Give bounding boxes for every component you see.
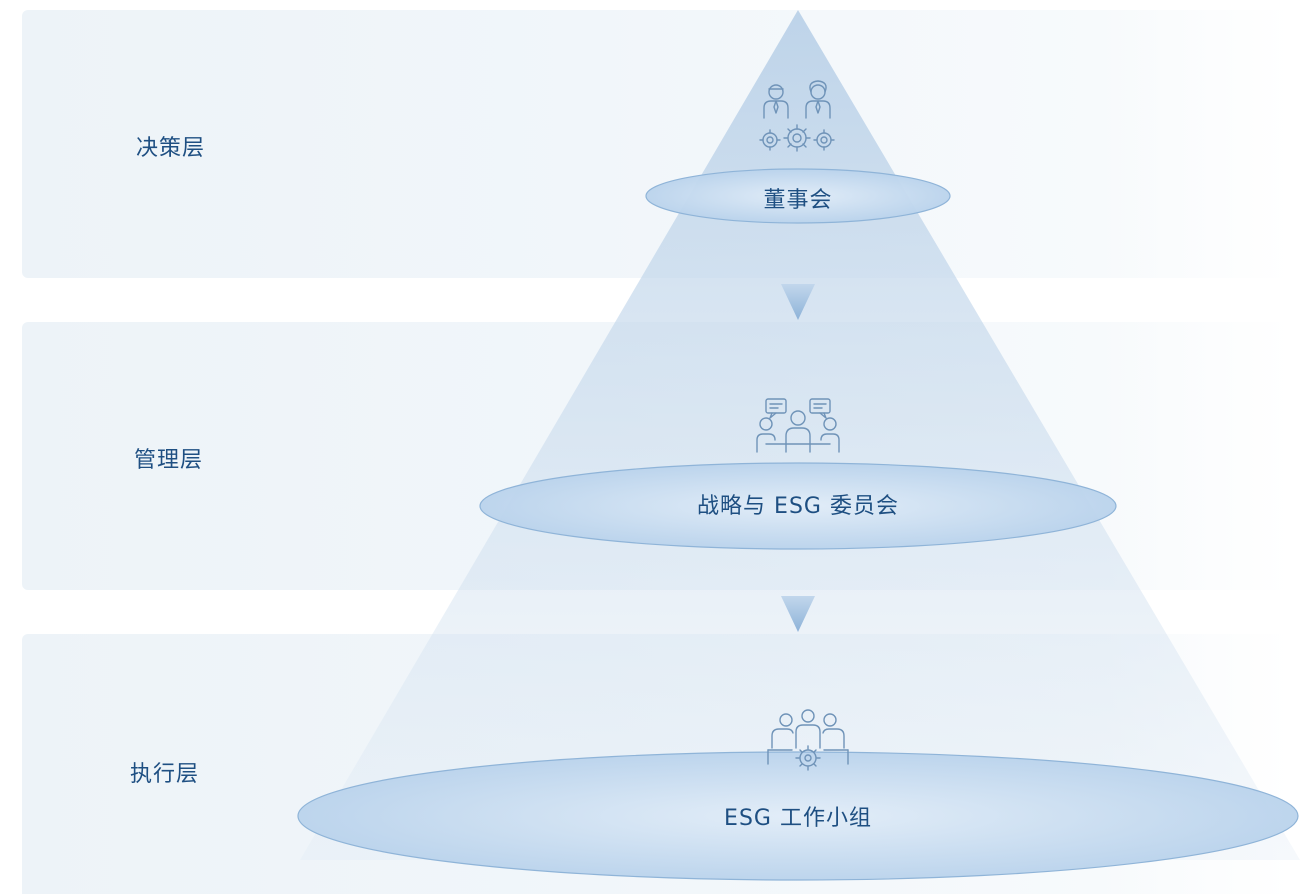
down-arrow-icon <box>781 596 815 632</box>
decision-layer-label: 决策层 <box>136 136 206 161</box>
committee-discussion-icon <box>756 398 840 453</box>
esg-working-group-label: ESG 工作小组 <box>724 806 872 831</box>
strategy-esg-committee-label: 战略与 ESG 委员会 <box>697 494 899 519</box>
node-ellipse-committee <box>479 462 1117 550</box>
pyramid-shape <box>300 10 1300 860</box>
node-ellipse-board <box>645 168 951 224</box>
working-group-gear-icon <box>767 709 849 771</box>
node-ellipse-working-group <box>297 751 1299 881</box>
board-meeting-gears-icon <box>759 80 835 152</box>
down-arrow-icon <box>781 284 815 320</box>
decision-layer-band <box>22 10 1290 278</box>
management-layer-label: 管理层 <box>134 448 204 473</box>
board-of-directors-label: 董事会 <box>763 188 833 213</box>
execution-layer-label: 执行层 <box>130 762 200 787</box>
